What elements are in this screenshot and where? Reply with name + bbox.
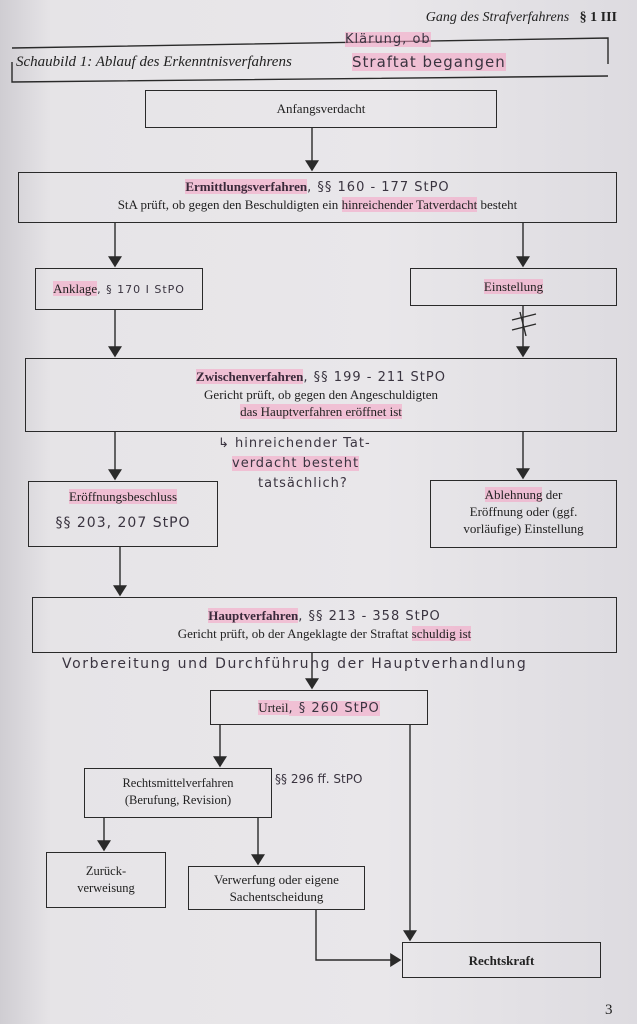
figure-title: Schaubild 1: Ablauf des Erkenntnisverfah…: [16, 54, 292, 70]
node-anklage: Anklage, § 170 I StPO: [35, 268, 203, 310]
node-anfangsverdacht: Anfangsverdacht: [145, 90, 497, 128]
running-header: Gang des Strafverfahrens § 1 III: [426, 10, 617, 26]
strike-mark: [511, 311, 537, 337]
rechtsmittel-note: §§ 296 ff. StPO: [275, 772, 363, 786]
node-hauptverfahren: Hauptverfahren, §§ 213 - 358 StPO Gerich…: [32, 597, 617, 653]
node-ablehnung: Ablehnung der Eröffnung oder (ggf. vorlä…: [430, 480, 617, 548]
node-zwischenverfahren: Zwischenverfahren, §§ 199 - 211 StPO Ger…: [25, 358, 617, 432]
node-zurueckverweisung: Zurück- verweisung: [46, 852, 166, 908]
running-title: Gang des Strafverfahrens: [425, 10, 570, 25]
section-number: § 1 III: [579, 10, 617, 25]
title-frame: [11, 37, 609, 83]
node-verwerfung: Verwerfung oder eigene Sachentscheidung: [188, 866, 365, 910]
title-note-2: Straftat begangen: [352, 53, 506, 71]
node-ermittlungsverfahren: Ermittlungsverfahren, §§ 160 - 177 StPO …: [18, 172, 617, 223]
node-rechtsmittelverfahren: Rechtsmittelverfahren (Berufung, Revisio…: [84, 768, 272, 818]
ermittlung-title: Ermittlungsverfahren: [185, 179, 308, 194]
haupt-note: Vorbereitung und Durchführung der Hauptv…: [62, 656, 528, 672]
node-eroeffnungsbeschluss: Eröffnungsbeschluss §§ 203, 207 StPO: [28, 481, 218, 547]
page-number: 3: [605, 1002, 613, 1018]
zwischen-note-3: tatsächlich?: [258, 476, 348, 491]
node-einstellung: Einstellung: [410, 268, 617, 306]
node-rechtskraft: Rechtskraft: [402, 942, 601, 978]
zwischen-note-1: ↳ hinreichender Tat-: [218, 436, 371, 451]
title-note-1: Klärung, ob: [345, 32, 431, 47]
node-urteil: Urteil, § 260 StPO: [210, 690, 428, 725]
zwischen-note-2: verdacht besteht: [232, 456, 360, 471]
